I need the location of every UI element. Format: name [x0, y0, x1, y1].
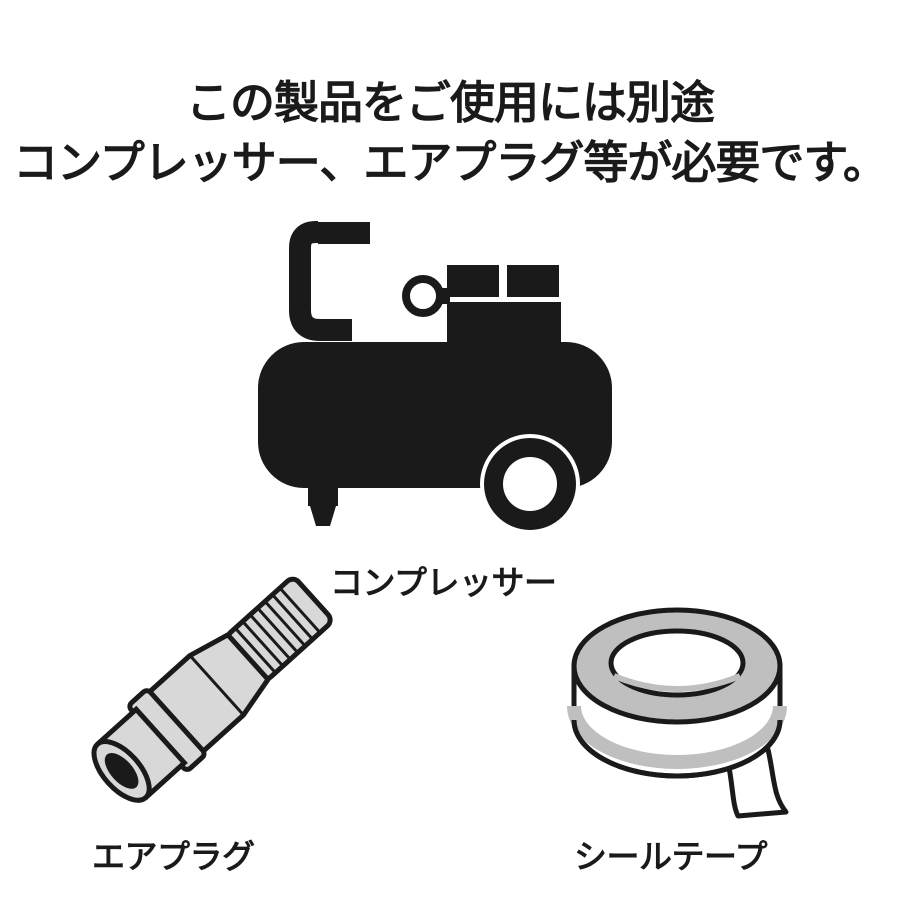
- air-plug-label: エアプラグ: [92, 837, 255, 876]
- headline-line-1: この製品をご使用には別途: [185, 76, 715, 129]
- seal-tape-label: シールテープ: [574, 837, 768, 876]
- compressor-label: コンプレッサー: [330, 563, 557, 602]
- headline-line-2: コンプレッサー、エアプラグ等が必要です。: [13, 136, 888, 189]
